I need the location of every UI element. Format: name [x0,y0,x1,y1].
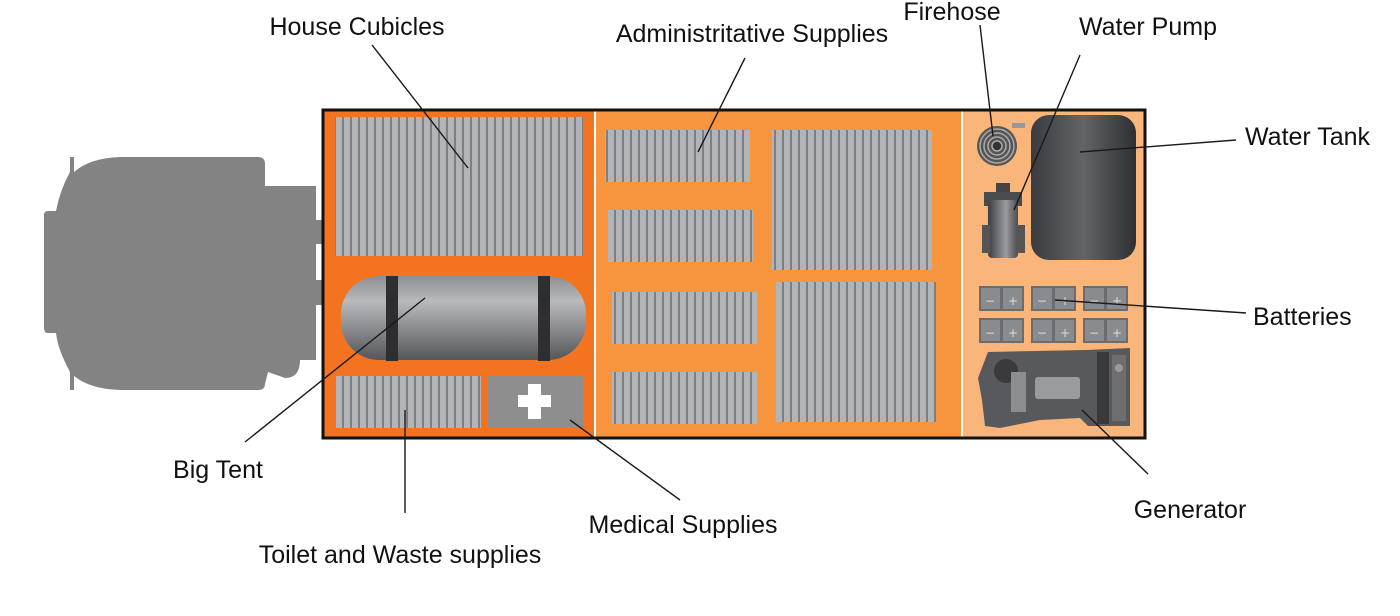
label-medical-supplies: Medical Supplies [589,511,778,539]
water-tank [1031,115,1136,260]
firehose-coil [977,123,1025,166]
battery-icon: −+ [1083,318,1128,343]
truck-cab [44,157,322,390]
label-water-pump: Water Pump [1079,13,1217,41]
cargo-box-outline [321,108,1147,440]
svg-text:+: + [1060,326,1070,340]
svg-text:−: − [985,294,995,308]
svg-text:+: + [1112,294,1122,308]
battery-icon: −+ [979,318,1024,343]
battery-icon: −+ [1031,286,1076,311]
label-generator: Generator [1134,496,1247,524]
svg-text:−: − [1089,326,1099,340]
label-toilet-waste-supplies: Toilet and Waste supplies [259,541,542,569]
svg-text:−: − [1037,294,1047,308]
administrative-supplies-crates [605,130,936,424]
svg-text:−: − [985,326,995,340]
svg-text:−: − [1089,294,1099,308]
house-cubicles-crates [335,117,583,256]
label-water-tank: Water Tank [1245,123,1371,151]
big-tent [341,276,586,361]
label-big-tent: Big Tent [173,456,263,484]
battery-icon: −+ [979,286,1024,311]
svg-text:+: + [1112,326,1122,340]
toilet-waste-crates [336,376,481,428]
label-administrative-supplies: Administritative Supplies [616,20,888,48]
generator [978,348,1130,428]
svg-text:+: + [1008,294,1018,308]
battery-icon: −+ [1031,318,1076,343]
white-cross-icon [518,384,551,419]
batteries: −+−+−+−+−+−+ [979,286,1128,343]
label-batteries: Batteries [1253,303,1352,331]
water-pump [982,183,1025,258]
svg-text:−: − [1037,326,1047,340]
medical-supplies-box [488,376,583,428]
leader-lines [244,24,1247,513]
svg-text:+: + [1008,326,1018,340]
battery-icon: −+ [1083,286,1128,311]
label-house-cubicles: House Cubicles [269,13,444,41]
label-firehose: Firehose [903,0,1000,26]
